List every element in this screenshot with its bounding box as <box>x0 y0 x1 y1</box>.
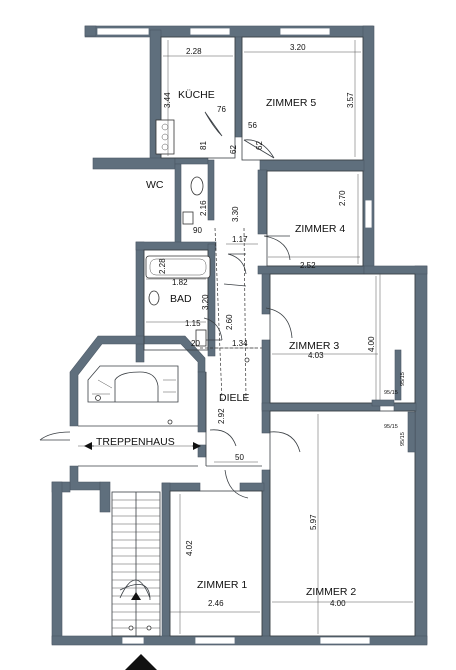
room-label-zimmer4: ZIMMER 4 <box>295 223 345 235</box>
dim-p95a: 95/15 <box>400 372 406 386</box>
staircase <box>87 365 179 637</box>
dim-k56: 56 <box>248 121 257 130</box>
dim-zimmer2-w: 4.00 <box>330 599 346 608</box>
dim-zimmer3-h: 4.00 <box>367 336 376 352</box>
dim-k81: 81 <box>199 141 208 150</box>
markers <box>95 357 250 631</box>
walls <box>51 25 428 646</box>
room-label-zimmer5: ZIMMER 5 <box>266 97 316 109</box>
dimension-labels: 2.28 3.20 3.44 3.57 76 81 62 56 62 2.16 … <box>158 43 406 608</box>
double-arrow-icon <box>84 442 201 450</box>
dim-kueche-h: 3.44 <box>163 92 172 108</box>
dim-zimmer2-h: 5.97 <box>309 514 318 530</box>
room-outlines <box>78 36 416 637</box>
sink-icon <box>148 290 160 306</box>
dim-zimmer5-w: 3.20 <box>290 43 306 52</box>
dim-wc-216: 2.16 <box>199 200 208 216</box>
bathtub-icon <box>145 255 211 279</box>
dim-k62b: 62 <box>255 141 264 150</box>
dim-k76: 76 <box>217 105 226 114</box>
dim-zimmer3-w: 4.03 <box>308 351 324 360</box>
toilet-icon <box>190 176 204 196</box>
dim-bad-115: 1.15 <box>185 319 201 328</box>
dim-bad-260: 2.60 <box>225 314 234 330</box>
room-label-bad: BAD <box>170 293 192 305</box>
dim-134: 1.34 <box>232 339 248 348</box>
dimension-lines <box>78 40 413 634</box>
dim-wc-90: 90 <box>193 226 202 235</box>
dim-bad-182: 1.82 <box>172 278 188 287</box>
dim-p95c: 95/15 <box>400 432 406 446</box>
room-label-zimmer1: ZIMMER 1 <box>197 579 247 591</box>
room-label-zimmer2: ZIMMER 2 <box>306 586 356 598</box>
dim-k62: 62 <box>229 145 238 154</box>
dim-diele-292: 2.92 <box>217 408 226 424</box>
dim-zimmer1-h: 4.02 <box>185 540 194 556</box>
windows <box>96 27 373 645</box>
fixtures <box>145 119 211 347</box>
dim-117: 1.17 <box>232 235 248 244</box>
dim-95c-top: 95/15 <box>384 424 398 430</box>
dim-diele-50: 50 <box>235 453 244 462</box>
dim-zimmer1-w: 2.46 <box>208 599 224 608</box>
room-labels: KÜCHE ZIMMER 5 WC ZIMMER 4 BAD ZIMMER 3 … <box>96 89 356 598</box>
dim-kueche-w: 2.28 <box>186 47 202 56</box>
dim-330: 3.30 <box>231 206 240 222</box>
room-label-wc: WC <box>146 179 164 191</box>
dim-zimmer4-w: 2.52 <box>300 261 316 270</box>
north-arrow-icon <box>125 654 157 670</box>
room-label-kueche: KÜCHE <box>178 89 215 101</box>
dim-bad-20: 20 <box>191 339 200 348</box>
dim-p95b: 95/15 <box>384 390 398 396</box>
room-label-zimmer3: ZIMMER 3 <box>289 340 339 352</box>
stair-arrow-icon <box>131 592 141 600</box>
dim-zimmer5-h: 3.57 <box>346 92 355 108</box>
room-label-treppenhaus: TREPPENHAUS <box>96 436 175 448</box>
dim-bad-320: 3.20 <box>201 294 210 310</box>
room-label-diele: DIELE <box>219 392 249 404</box>
stove-icon <box>155 119 175 155</box>
dim-bad-228: 2.28 <box>158 258 167 274</box>
dim-zimmer4-h: 2.70 <box>338 190 347 206</box>
